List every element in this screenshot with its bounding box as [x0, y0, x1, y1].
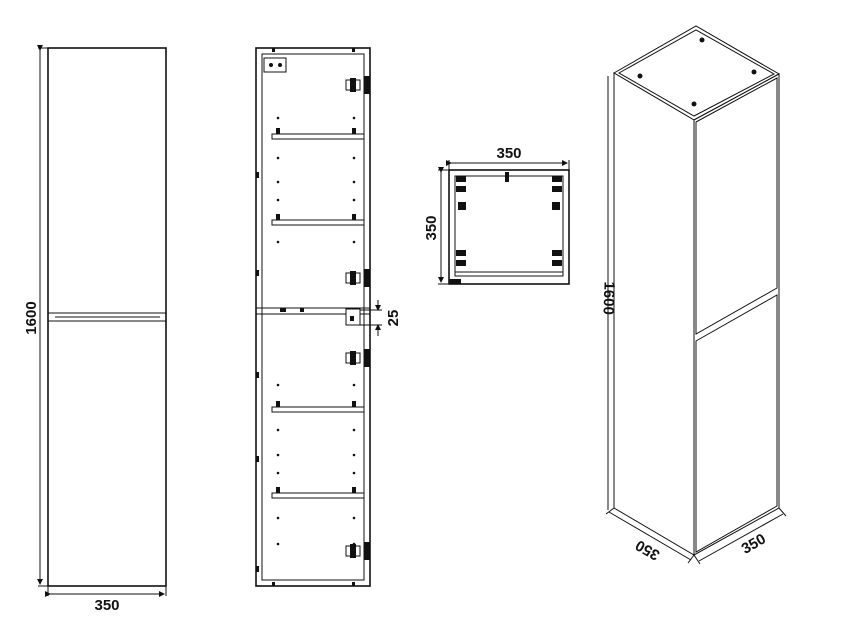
top-view-inner [454, 175, 564, 277]
top-view: 350 350 [423, 145, 570, 285]
front-width-dimension: 350 [45, 586, 167, 614]
hinge [345, 269, 370, 287]
front-height-dimension: 1600 [23, 45, 48, 587]
isometric-view: 1600 350 350 [599, 25, 787, 565]
top-depth-label: 350 [423, 215, 440, 240]
shelf [271, 214, 365, 226]
shelf [271, 401, 365, 413]
cabinet-front-outline [47, 47, 167, 587]
top-width-label: 350 [496, 145, 521, 162]
gap-detail: 25 [345, 300, 402, 336]
iso-upper-door [695, 77, 778, 335]
iso-top-holes [637, 37, 757, 107]
gap-label: 25 [385, 310, 402, 327]
shelf-pin-holes [276, 116, 356, 546]
top-width-dimension: 350 [446, 145, 570, 170]
hinge [345, 76, 370, 94]
iso-width-label: 350 [739, 530, 769, 557]
wall-bracket [263, 57, 287, 73]
carcass-outline [255, 47, 371, 587]
front-view: 1600 350 [23, 45, 167, 614]
iso-height-label: 1600 [599, 281, 617, 315]
top-view-outline [448, 169, 570, 285]
edge-fixings [256, 48, 355, 586]
iso-left-face [613, 72, 695, 556]
top-view-hinges [456, 176, 562, 266]
carcass-inner-outline [261, 53, 365, 581]
shelf [271, 487, 365, 499]
front-width-label: 350 [94, 597, 119, 614]
iso-height-dimension: 1600 [599, 76, 618, 510]
iso-right-face [693, 73, 780, 556]
top-depth-dimension: 350 [423, 167, 449, 285]
shelf [271, 128, 365, 140]
hinge [345, 349, 370, 367]
front-height-label: 1600 [23, 301, 40, 334]
open-view: 25 [255, 47, 402, 587]
hinge [345, 542, 370, 560]
iso-lower-door [695, 294, 778, 553]
